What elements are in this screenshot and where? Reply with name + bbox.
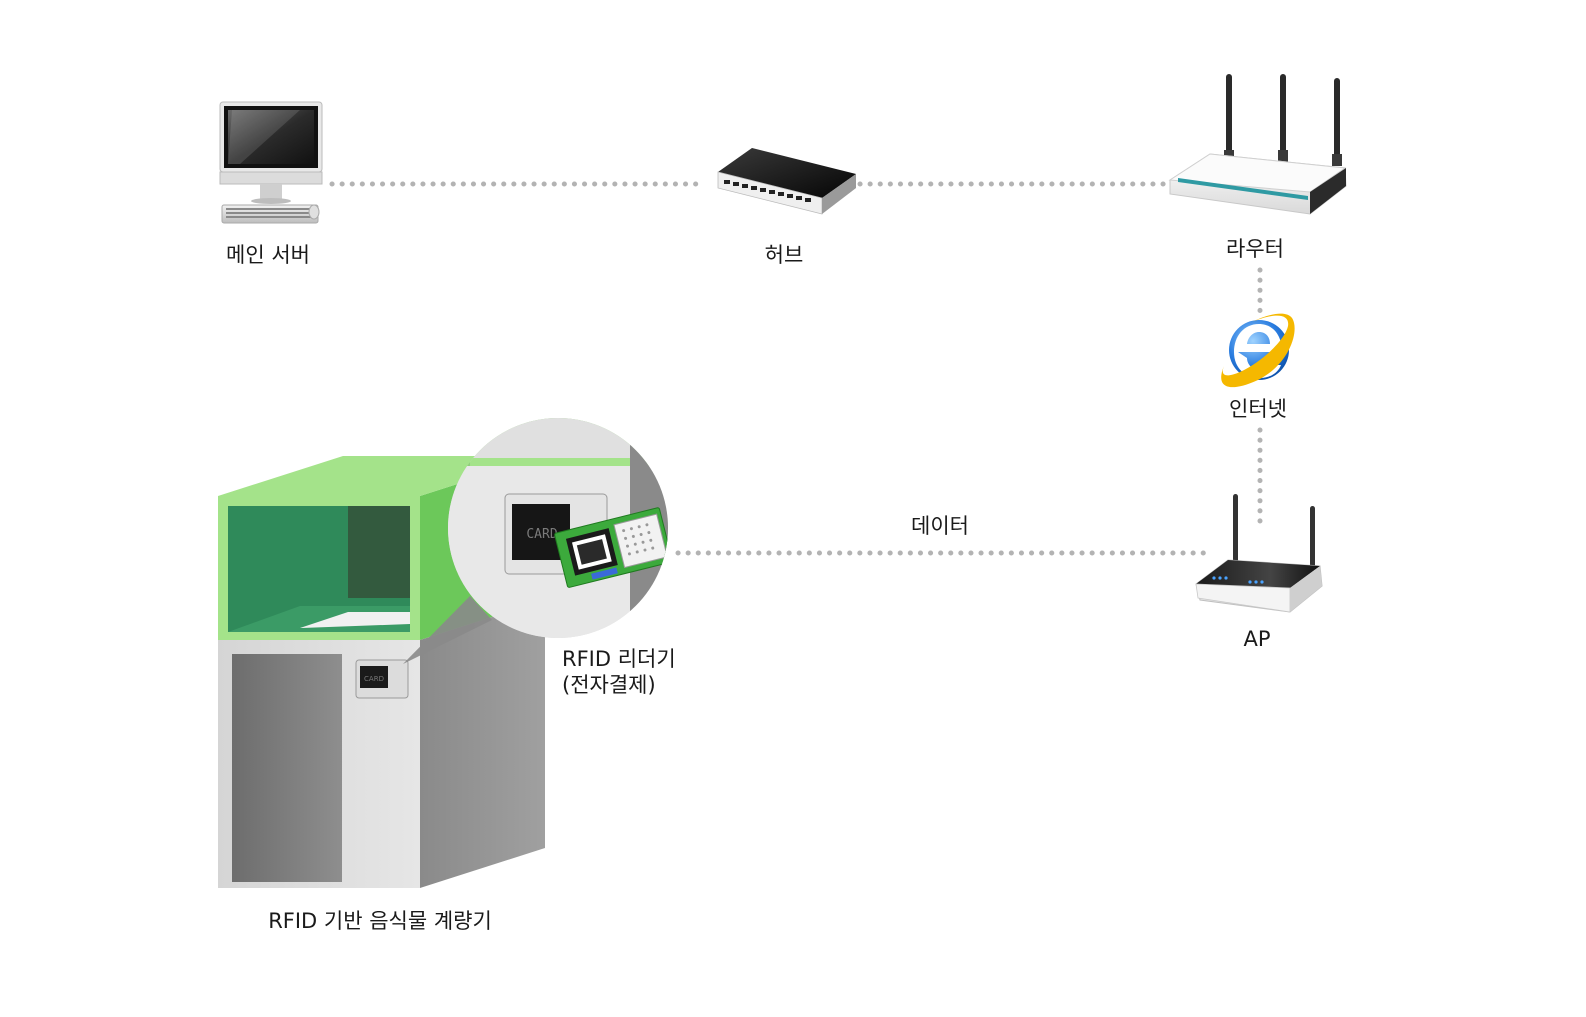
label-router: 라우터 — [1226, 237, 1284, 261]
rfid-pcb-module — [554, 507, 668, 588]
card-reader-small-text: CARD — [364, 675, 384, 683]
label-main-server: 메인 서버 — [226, 243, 310, 267]
wireless-router-icon — [1168, 74, 1347, 215]
label-internet: 인터넷 — [1229, 397, 1287, 421]
label-rfid-reader-line2: (전자결제) — [562, 673, 656, 698]
access-point-icon — [1195, 494, 1323, 613]
label-data-link: 데이터 — [911, 514, 969, 538]
label-hub: 허브 — [764, 243, 804, 267]
internet-explorer-icon — [1221, 313, 1295, 388]
card-reader-zoom-text: CARD — [526, 527, 557, 542]
network-hub-icon — [717, 148, 856, 215]
label-rfid-reader: RFID 리더기 (전자결제) — [562, 646, 676, 699]
connection-lines — [329, 181, 1263, 556]
label-rfid-reader-line1: RFID 리더기 — [562, 647, 676, 671]
desktop-computer-icon — [219, 101, 323, 224]
label-food-waste-scale: RFID 기반 음식물 계량기 — [268, 909, 492, 933]
label-ap: AP — [1243, 627, 1271, 651]
